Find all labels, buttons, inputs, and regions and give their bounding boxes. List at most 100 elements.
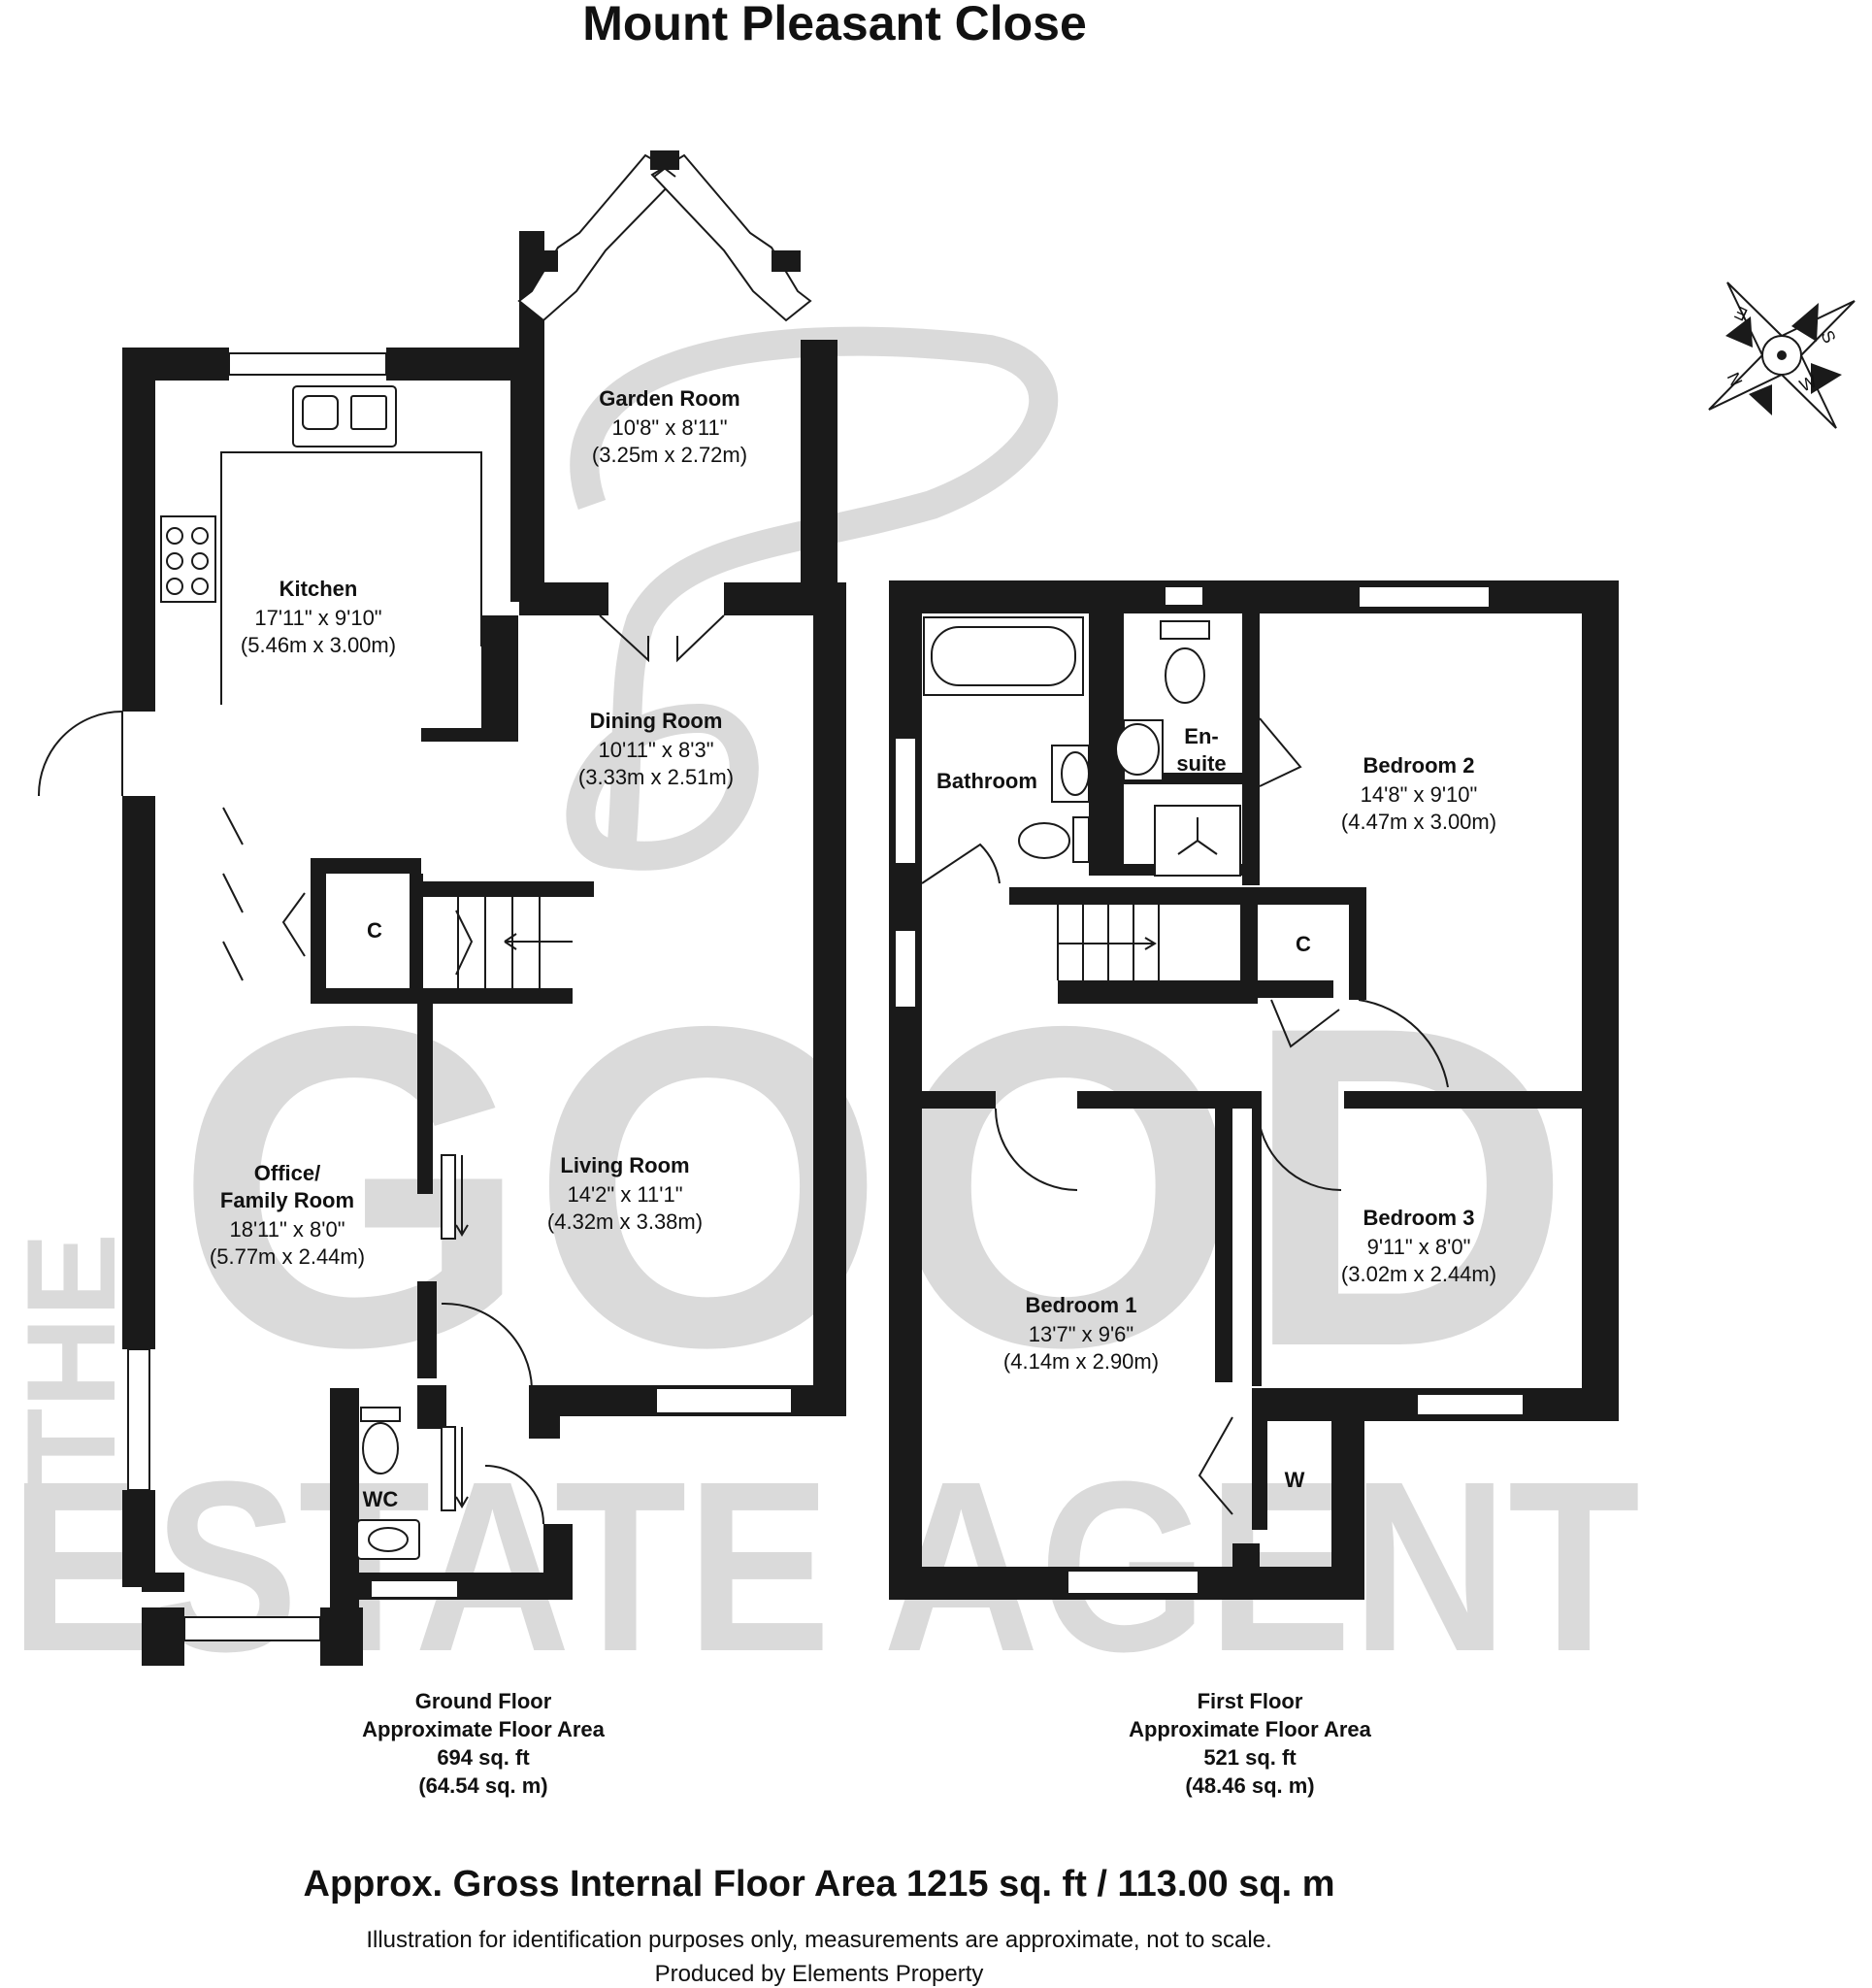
- room-office: Office/ Family Room 18'11" x 8'0" (5.77m…: [210, 1161, 365, 1269]
- ensuite-window: [1164, 585, 1204, 607]
- bedroom-1-door-swing: [995, 1108, 1078, 1191]
- ensuite-door-swing: [1259, 717, 1302, 787]
- svg-text:(4.47m x 3.00m): (4.47m x 3.00m): [1341, 810, 1496, 834]
- watermark-swirl: [566, 326, 1059, 871]
- compass-icon: E S N W: [1708, 282, 1856, 429]
- first-floor-area: First Floor Approximate Floor Area 521 s…: [1129, 1689, 1372, 1798]
- bathroom-toilet-icon: [1018, 816, 1090, 863]
- svg-text:Ground Floor: Ground Floor: [415, 1689, 552, 1713]
- svg-text:Approximate Floor Area: Approximate Floor Area: [362, 1717, 606, 1741]
- living-room-window: [655, 1387, 793, 1414]
- bathroom-basin-icon: [1051, 745, 1090, 803]
- shower-icon: [1154, 805, 1241, 877]
- svg-text:18'11" x 8'0": 18'11" x 8'0": [229, 1217, 345, 1242]
- svg-text:Bedroom 1: Bedroom 1: [1026, 1293, 1137, 1317]
- svg-text:First Floor: First Floor: [1198, 1689, 1303, 1713]
- bedroom-2-door-swing: [1358, 999, 1449, 1088]
- watermark: THE GOOD ESTATE AGENT: [0, 326, 1640, 1702]
- ensuite-basin-icon: [1115, 719, 1164, 781]
- svg-text:Kitchen: Kitchen: [279, 577, 358, 601]
- ground-floor-area: Ground Floor Approximate Floor Area 694 …: [362, 1689, 606, 1798]
- svg-text:Garden Room: Garden Room: [599, 386, 739, 411]
- svg-text:Bedroom 3: Bedroom 3: [1363, 1206, 1475, 1230]
- watermark-estate-agent: ESTATE AGENT: [10, 1431, 1640, 1702]
- svg-text:(64.54 sq. m): (64.54 sq. m): [418, 1773, 547, 1798]
- garden-room-bay-window: [517, 150, 812, 322]
- room-ensuite: En- suite: [1176, 724, 1226, 776]
- hob-icon: [160, 515, 216, 603]
- svg-text:(5.77m x 2.44m): (5.77m x 2.44m): [210, 1244, 365, 1269]
- compass-w: W: [1796, 371, 1820, 395]
- front-bay-window: [183, 1616, 321, 1641]
- room-bedroom-1: Bedroom 1 13'7" x 9'6" (4.14m x 2.90m): [1003, 1293, 1159, 1374]
- bedroom-1-window: [1067, 1570, 1199, 1595]
- front-door-swing: [37, 710, 123, 797]
- svg-text:(5.46m x 3.00m): (5.46m x 3.00m): [241, 633, 396, 657]
- cupboard-first-door: [1270, 999, 1340, 1048]
- svg-text:Family Room: Family Room: [220, 1188, 354, 1212]
- bedroom-3-door-swing: [1257, 1108, 1342, 1191]
- garden-doors-swing: [599, 614, 725, 663]
- room-kitchen: Kitchen 17'11" x 9'10" (5.46m x 3.00m): [241, 577, 396, 657]
- svg-text:9'11" x 8'0": 9'11" x 8'0": [1367, 1235, 1471, 1259]
- producer-text: Produced by Elements Property: [654, 1961, 984, 1987]
- ground-floor-plan: [37, 150, 846, 1666]
- svg-text:13'7" x 9'6": 13'7" x 9'6": [1029, 1322, 1133, 1346]
- svg-text:Dining Room: Dining Room: [590, 709, 723, 733]
- svg-text:En-: En-: [1184, 724, 1218, 748]
- room-wardrobe: W: [1285, 1468, 1305, 1492]
- room-wc: WC: [363, 1487, 399, 1511]
- svg-text:Office/: Office/: [254, 1161, 320, 1185]
- bedroom-3-window: [1416, 1393, 1525, 1416]
- svg-text:Living Room: Living Room: [560, 1153, 689, 1177]
- disclaimer-text: Illustration for identification purposes…: [366, 1927, 1272, 1953]
- svg-text:suite: suite: [1176, 751, 1226, 776]
- svg-text:(3.33m x 2.51m): (3.33m x 2.51m): [578, 765, 734, 789]
- kitchen-sink-icon: [292, 385, 397, 447]
- wardrobe-doors: [1198, 1416, 1233, 1515]
- ensuite-toilet-icon: [1160, 620, 1210, 704]
- room-bedroom-2: Bedroom 2 14'8" x 9'10" (4.47m x 3.00m): [1341, 753, 1496, 834]
- room-cupboard-first: C: [1296, 932, 1311, 956]
- svg-text:10'8" x 8'11": 10'8" x 8'11": [611, 415, 727, 440]
- svg-text:14'2" x 11'1": 14'2" x 11'1": [567, 1182, 682, 1207]
- svg-text:14'8" x 9'10": 14'8" x 9'10": [1361, 782, 1478, 807]
- bathroom-door-swing: [921, 843, 1001, 884]
- gross-area-text: Approx. Gross Internal Floor Area 1215 s…: [303, 1864, 1335, 1905]
- kitchen-window: [228, 352, 387, 376]
- wc-window: [370, 1579, 459, 1599]
- bath-icon: [923, 616, 1084, 696]
- room-cupboard-ground: C: [367, 918, 382, 943]
- svg-text:(3.02m x 2.44m): (3.02m x 2.44m): [1341, 1262, 1496, 1286]
- room-living-room: Living Room 14'2" x 11'1" (4.32m x 3.38m…: [547, 1153, 703, 1234]
- room-bathroom: Bathroom: [936, 769, 1037, 793]
- landing-window: [894, 929, 917, 1009]
- room-garden-room: Garden Room 10'8" x 8'11" (3.25m x 2.72m…: [592, 386, 747, 467]
- page-title: Mount Pleasant Close: [582, 0, 1087, 50]
- first-floor-stairs: [1057, 905, 1160, 980]
- ground-stairs: [455, 897, 573, 988]
- svg-text:Approximate Floor Area: Approximate Floor Area: [1129, 1717, 1372, 1741]
- wc-basin-icon: [356, 1519, 420, 1560]
- room-dining-room: Dining Room 10'11" x 8'3" (3.33m x 2.51m…: [578, 709, 734, 789]
- svg-text:(48.46 sq. m): (48.46 sq. m): [1185, 1773, 1314, 1798]
- wc-door-swing: [441, 1302, 533, 1389]
- svg-text:(3.25m x 2.72m): (3.25m x 2.72m): [592, 443, 747, 467]
- first-floor-plan: [889, 580, 1619, 1600]
- watermark-the: THE: [0, 1233, 142, 1485]
- wc-toilet-icon: [360, 1407, 401, 1474]
- svg-text:694 sq. ft: 694 sq. ft: [437, 1745, 530, 1770]
- cupboard-c-door: [281, 892, 306, 957]
- kitchen-worktop: [220, 451, 482, 705]
- office-window: [127, 1348, 150, 1491]
- room-bedroom-3: Bedroom 3 9'11" x 8'0" (3.02m x 2.44m): [1341, 1206, 1496, 1286]
- svg-text:17'11" x 9'10": 17'11" x 9'10": [254, 606, 381, 630]
- ground-floor-arrows: [441, 1154, 469, 1511]
- inner-door-swing: [484, 1465, 544, 1525]
- svg-text:(4.32m x 3.38m): (4.32m x 3.38m): [547, 1209, 703, 1234]
- svg-text:521 sq. ft: 521 sq. ft: [1203, 1745, 1297, 1770]
- watermark-good: GOOD: [175, 932, 1572, 1441]
- hall-cupboard-doors: [222, 807, 244, 981]
- bathroom-window: [894, 737, 917, 865]
